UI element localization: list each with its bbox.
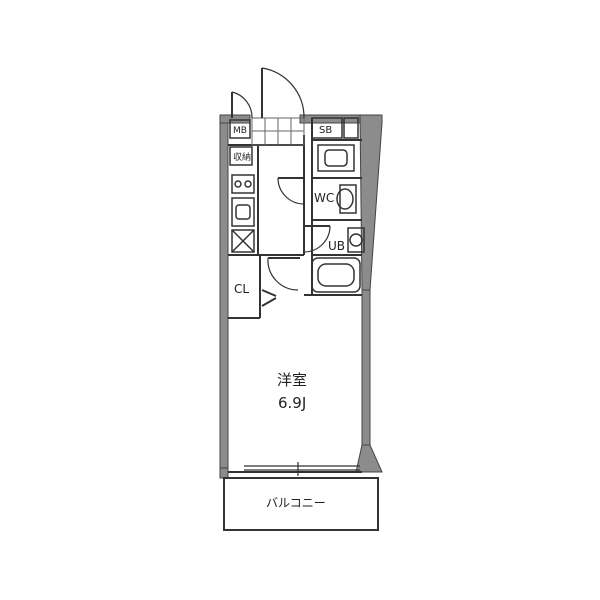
label-sb: SB [319, 125, 332, 136]
outer-walls [219, 114, 383, 479]
room-size: 6.9J [278, 394, 306, 412]
balcony-window [244, 462, 360, 476]
right-wall-lower [355, 444, 383, 473]
left-wall [219, 114, 229, 476]
bathtub [311, 257, 361, 293]
label-cl: CL [234, 282, 249, 296]
top-wall-left [219, 114, 251, 124]
wall-corner-bl [219, 467, 229, 479]
label-mb: MB [233, 126, 247, 136]
toilet [339, 184, 357, 214]
right-wall-middle [361, 289, 371, 446]
partitions [223, 118, 379, 531]
sb-small-box [343, 117, 359, 139]
room-name: 洋室 [277, 371, 307, 389]
label-storage: 収納 [233, 151, 251, 163]
label-balcony: バルコニー [266, 496, 326, 510]
label-ub: UB [328, 239, 345, 253]
top-wall-right [299, 114, 361, 124]
sb-box [311, 117, 343, 139]
right-wall-upper [359, 114, 383, 291]
storage-box [229, 146, 253, 166]
fixtures [229, 117, 365, 293]
label-wc: WC [314, 191, 334, 205]
sink [231, 197, 255, 227]
stove [231, 174, 255, 194]
washbasin [317, 144, 355, 172]
mb-box [229, 119, 251, 139]
labels: MB 収納 SB WC UB CL 洋室 6.9J バルコニー [233, 125, 345, 510]
fridge-space [231, 229, 255, 253]
ub-fixture [347, 227, 365, 253]
doors [231, 67, 331, 307]
entrance-tiles [251, 117, 305, 146]
